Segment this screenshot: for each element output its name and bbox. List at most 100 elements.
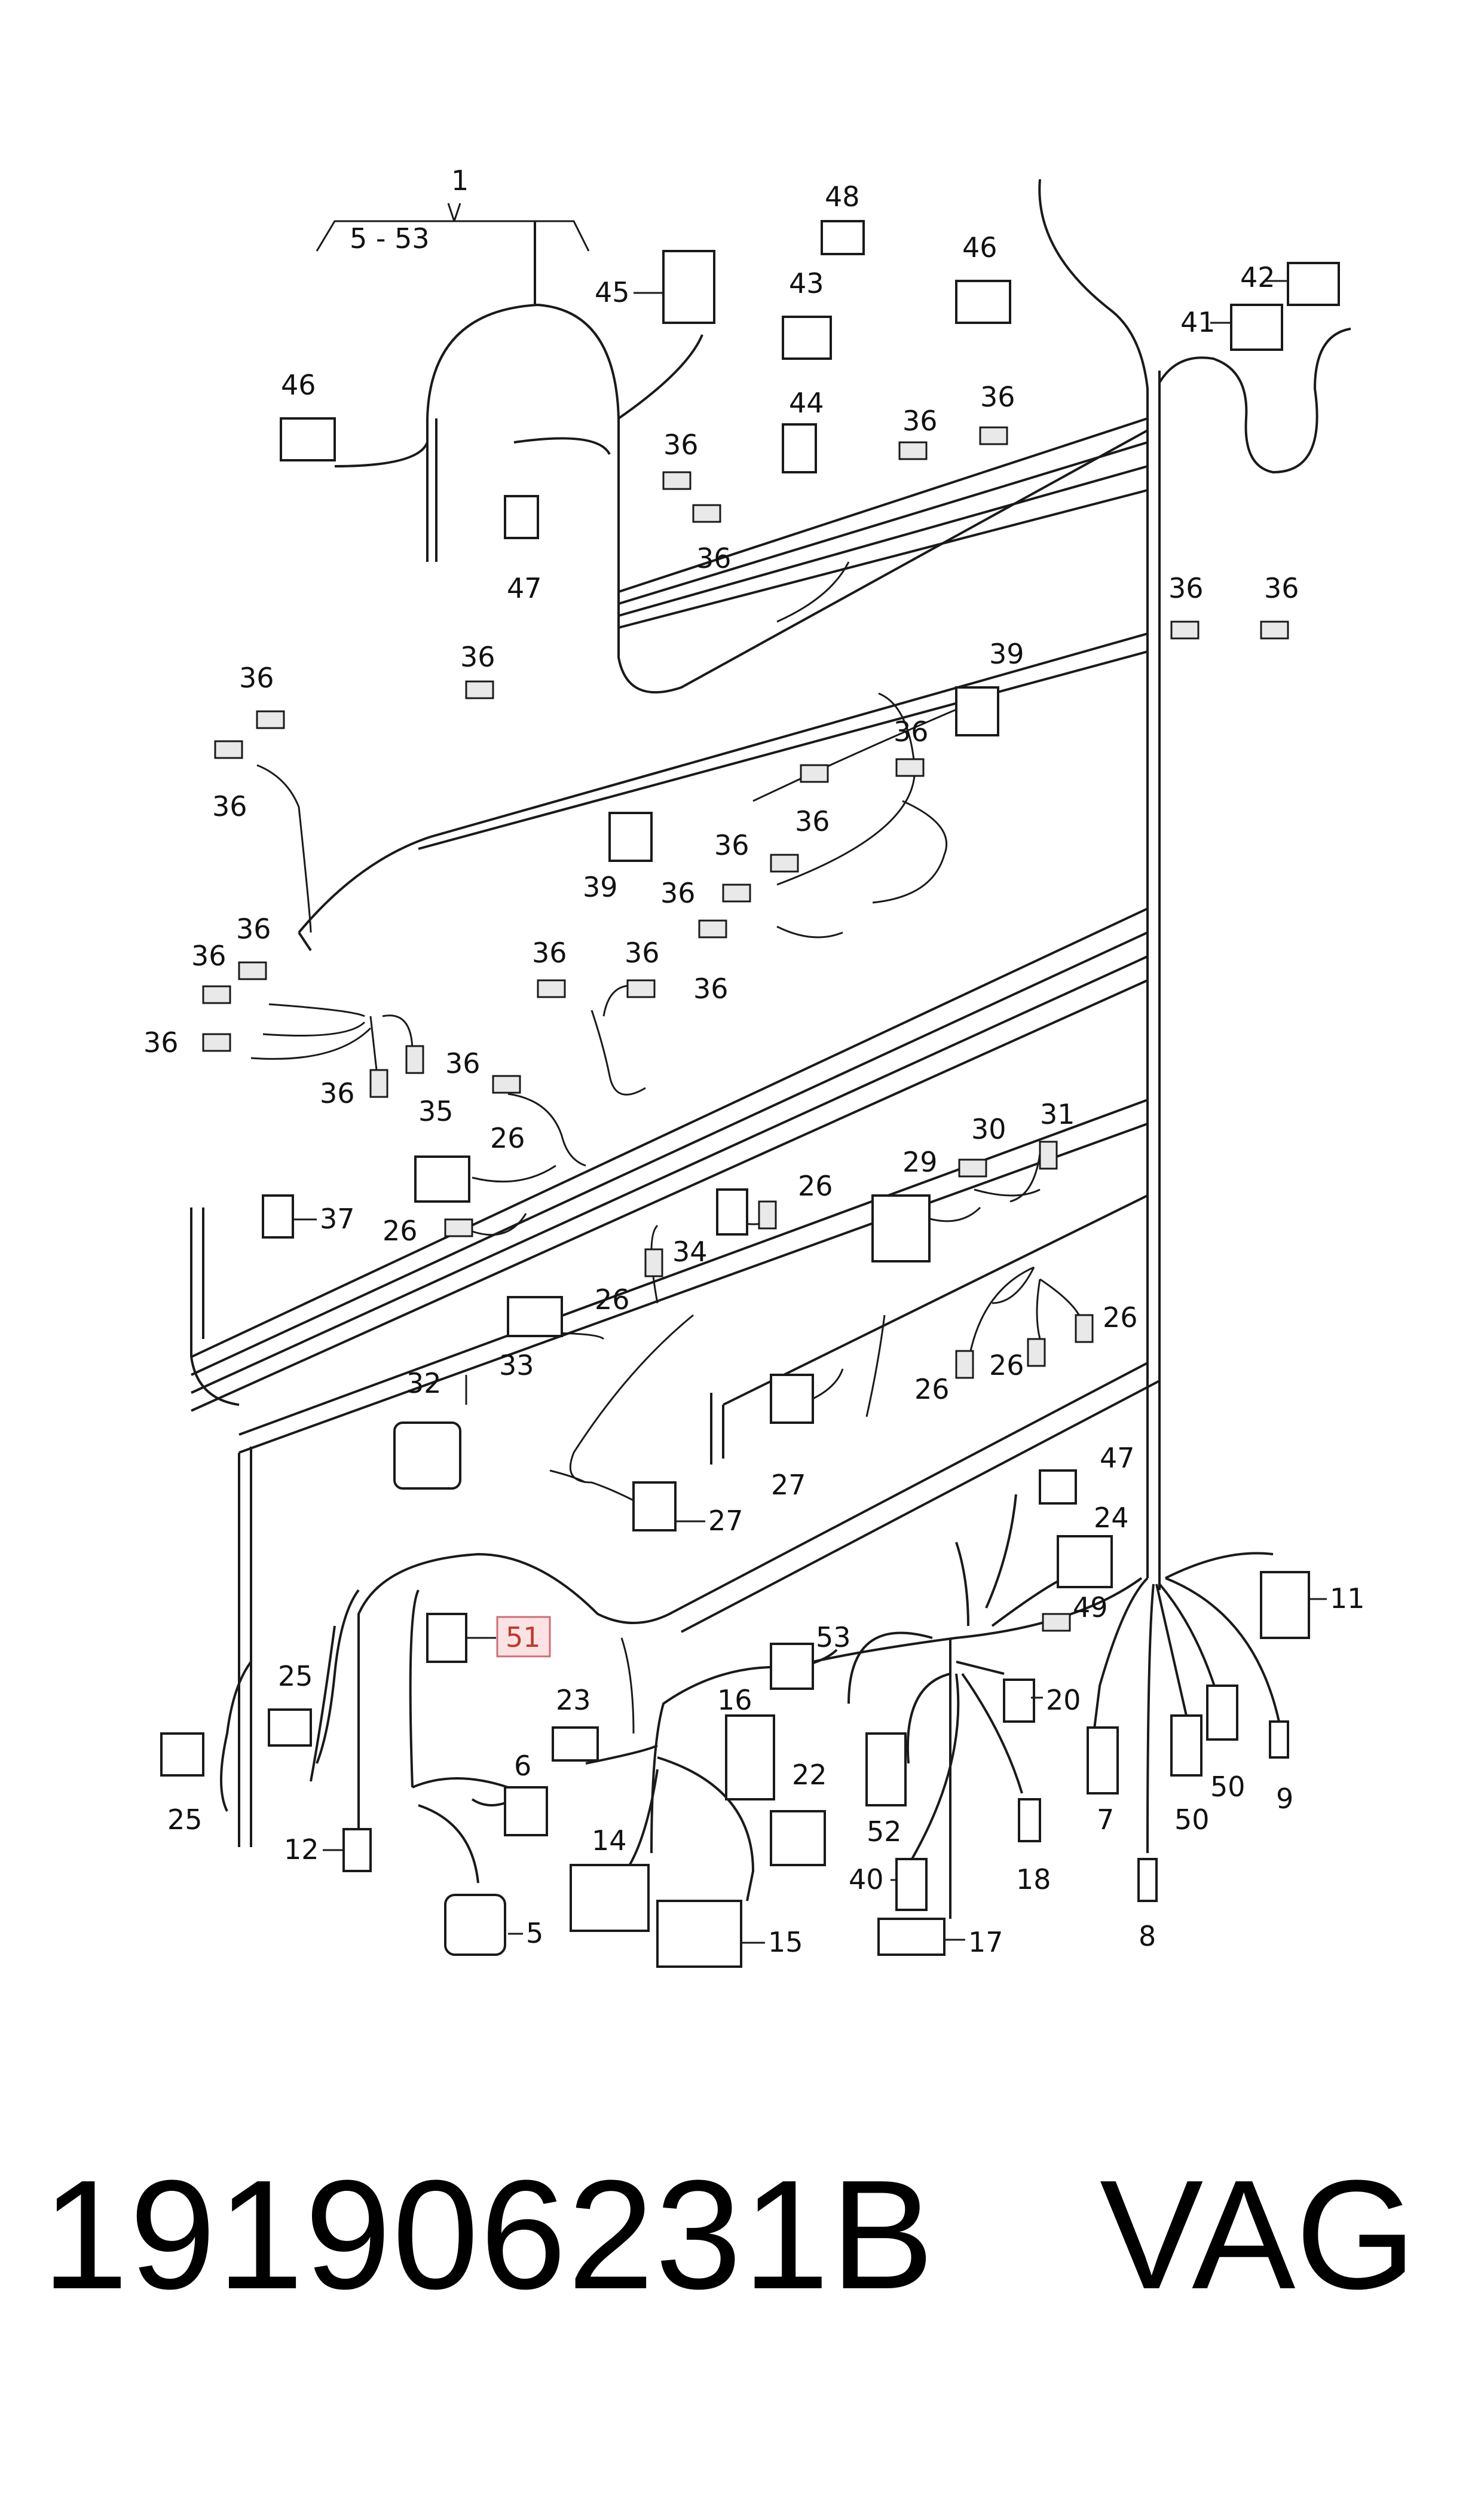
terminal-36s bbox=[626, 979, 656, 998]
callout-36s: 36 bbox=[625, 937, 660, 969]
callout-50-right: 50 bbox=[1210, 1771, 1246, 1803]
callout-36e: 36 bbox=[460, 641, 495, 673]
callout-44: 44 bbox=[789, 387, 824, 419]
callout-14: 14 bbox=[592, 1824, 627, 1857]
connector-27-right bbox=[770, 1374, 814, 1424]
callout-5: 5 bbox=[526, 1917, 543, 1949]
connector-8 bbox=[1137, 1858, 1158, 1902]
connector-50-right bbox=[1206, 1685, 1238, 1741]
connector-9 bbox=[1269, 1720, 1289, 1759]
terminal-36e bbox=[465, 680, 494, 699]
connector-50-left bbox=[1170, 1714, 1203, 1777]
connector-17 bbox=[877, 1918, 946, 1956]
terminal-49 bbox=[1042, 1613, 1071, 1632]
callout-42: 42 bbox=[1240, 261, 1275, 294]
callout-8: 8 bbox=[1139, 1920, 1156, 1952]
callout-36n: 36 bbox=[693, 973, 729, 1005]
terminal-36f bbox=[256, 710, 285, 729]
terminal-36r bbox=[537, 979, 566, 998]
callout-12: 12 bbox=[284, 1833, 319, 1866]
callout-36o: 36 bbox=[236, 913, 271, 945]
connector-42 bbox=[1287, 262, 1340, 306]
callout-45: 45 bbox=[595, 276, 630, 308]
callout-43: 43 bbox=[789, 267, 824, 299]
terminal-36o bbox=[238, 961, 267, 980]
terminal-30 bbox=[958, 1158, 987, 1178]
callout-36r: 36 bbox=[532, 937, 567, 969]
callout-11: 11 bbox=[1330, 1582, 1365, 1615]
callout-36i: 36 bbox=[1264, 572, 1299, 604]
callout-22: 22 bbox=[792, 1759, 827, 1791]
callout-26c: 26 bbox=[798, 1170, 833, 1202]
callout-25-left: 25 bbox=[167, 1803, 203, 1836]
callout-6: 6 bbox=[514, 1750, 531, 1782]
connector-7 bbox=[1087, 1726, 1119, 1794]
callout-36d: 36 bbox=[980, 381, 1015, 413]
connector-16 bbox=[725, 1714, 775, 1800]
connector-34 bbox=[716, 1188, 748, 1236]
connector-22 bbox=[770, 1810, 826, 1866]
connector-48 bbox=[821, 220, 865, 255]
connector-41 bbox=[1230, 304, 1283, 351]
callout-36m: 36 bbox=[660, 877, 696, 909]
callout-26g: 26 bbox=[1103, 1301, 1138, 1334]
connector-46-right bbox=[955, 280, 1011, 324]
connector-6 bbox=[504, 1786, 548, 1836]
callout-7: 7 bbox=[1097, 1803, 1114, 1836]
callout-9: 9 bbox=[1276, 1783, 1293, 1815]
highlight-box bbox=[496, 1616, 551, 1658]
terminal-36i bbox=[1260, 620, 1289, 640]
callout-36g: 36 bbox=[212, 790, 247, 823]
connector-18 bbox=[1018, 1798, 1041, 1842]
callout-46-left: 46 bbox=[281, 369, 316, 401]
terminal-26c bbox=[758, 1200, 777, 1230]
terminal-26b bbox=[444, 1218, 473, 1237]
callout-36a: 36 bbox=[663, 429, 699, 461]
terminal-36h bbox=[1170, 620, 1200, 640]
connector-5 bbox=[444, 1894, 506, 1956]
terminal-36u bbox=[369, 1069, 388, 1098]
brand-name: VAG bbox=[1100, 2148, 1416, 2322]
terminal-26a bbox=[492, 1075, 521, 1094]
connector-14 bbox=[570, 1864, 650, 1932]
callout-36b: 36 bbox=[696, 542, 732, 574]
part-number: 191906231B bbox=[42, 2148, 935, 2322]
callout-26d: 26 bbox=[595, 1283, 630, 1316]
callout-36h: 36 bbox=[1168, 572, 1204, 604]
connector-23 bbox=[552, 1726, 599, 1762]
connector-45 bbox=[662, 250, 715, 324]
callout-37: 37 bbox=[320, 1203, 355, 1235]
callout-26a: 26 bbox=[490, 1122, 525, 1154]
callout-27-left: 27 bbox=[708, 1505, 743, 1537]
callout-47-top: 47 bbox=[507, 572, 542, 604]
connector-20 bbox=[1003, 1679, 1035, 1723]
connector-51 bbox=[426, 1613, 467, 1663]
connector-39-right bbox=[955, 686, 999, 736]
callout-36t: 36 bbox=[445, 1047, 481, 1080]
connector-shapes bbox=[160, 220, 1340, 1968]
callout-34: 34 bbox=[672, 1236, 708, 1268]
terminal-36n bbox=[698, 919, 727, 938]
callout-50-left: 50 bbox=[1174, 1803, 1210, 1836]
callout-49: 49 bbox=[1073, 1591, 1108, 1624]
connector-33 bbox=[507, 1296, 563, 1337]
callout-15: 15 bbox=[768, 1926, 803, 1958]
callout-41: 41 bbox=[1180, 306, 1216, 338]
callout-26b: 26 bbox=[383, 1215, 418, 1247]
connector-11 bbox=[1260, 1571, 1310, 1639]
connector-25-left bbox=[160, 1732, 204, 1777]
callout-36j: 36 bbox=[795, 805, 830, 837]
callout-46-right: 46 bbox=[962, 231, 998, 264]
callout-1: 1 bbox=[451, 164, 469, 197]
callout-range: 5 - 53 bbox=[350, 222, 430, 255]
terminal-36k bbox=[895, 758, 925, 777]
callout-26f: 26 bbox=[989, 1349, 1024, 1381]
connector-40 bbox=[895, 1858, 928, 1911]
callout-23: 23 bbox=[556, 1684, 591, 1716]
terminal-26g bbox=[1075, 1314, 1094, 1343]
connector-24 bbox=[1057, 1535, 1113, 1588]
terminal-36m bbox=[722, 883, 751, 903]
callout-16: 16 bbox=[717, 1684, 752, 1716]
terminal-36d bbox=[979, 426, 1008, 445]
callout-53: 53 bbox=[816, 1621, 851, 1653]
